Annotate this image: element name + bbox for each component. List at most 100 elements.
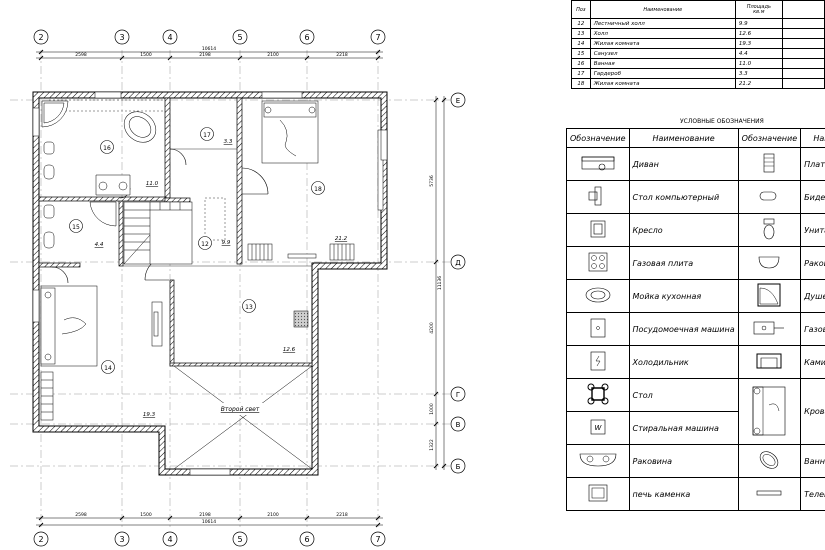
bedroom-14-furniture [40,285,98,421]
cell-name: Гардероб [589,68,736,79]
dim-top: 2100 [267,52,279,58]
room-number: 17 [203,132,211,139]
cell-area: 19.3 [734,38,783,49]
header-cell: Обозначение [737,128,802,148]
room-area: 4.4 [95,242,104,248]
bathroom-15-fixtures [43,201,117,249]
sink-icon [737,246,802,280]
axis-label-bottom: 4 [167,535,172,544]
axis-label-bottom: 6 [304,535,309,544]
legend-label: Диван [628,147,739,181]
room-number: 13 [245,304,253,311]
legend-header-row: Обозначение Наименование Обозначение Наи… [566,128,825,148]
axis-label-top: 4 [167,33,172,42]
axis-label-bottom: 7 [375,535,380,544]
cell-area: 4.4 [734,48,783,59]
legend-label: Ванна [800,444,825,478]
partitions [49,99,312,267]
staircase [123,201,193,265]
axis-label-right: Г [456,391,460,399]
header-cell: Обозначение [566,128,630,148]
legend-label: Раковина [628,444,739,478]
axis-label-top: 7 [375,33,380,42]
table-icon [566,378,630,412]
legend-row: Мойка кухонная Душевая ка [566,279,825,313]
cell-empty [781,78,825,89]
dim-bottom: 2598 [75,512,87,518]
header-cell [781,0,825,19]
cell-area: 3.3 [734,68,783,79]
room-15: 15 4.4 [69,219,104,248]
axis-bubbles-bottom: 2 3 4 5 6 7 [33,531,386,547]
legend-label: Холодильник [628,345,739,379]
legend-label: Газовая плита [628,246,739,280]
legend-label: Газовый к [800,312,825,346]
room-area: 11.0 [146,181,159,187]
legend-row: Кресло Унитаз [566,213,825,247]
legend-label: Посудомоечная машина [628,312,739,346]
legend-label: Раковина [800,246,825,280]
dim-top: 1500 [140,52,152,58]
legend-table: Обозначение Наименование Обозначение Наи… [566,128,825,511]
legend-label: Биде [800,180,825,214]
cell-name: Лестничный холл [589,18,736,29]
windows [32,91,388,476]
cell-pos: 12 [571,18,591,29]
dimension-chain-bottom [36,515,383,528]
axis-label-bottom: 3 [119,535,124,544]
legend-label: Стиральная машина [628,411,739,445]
second-light-label: Второй свет [221,406,260,413]
legend-label: печь каменка [628,477,739,511]
fireplace-icon [737,345,802,379]
axis-bubbles-top: 2 3 4 5 6 7 [33,29,386,45]
legend-label: Кровать [800,378,825,445]
legend-row: Газовая плита Раковина [566,246,825,280]
cell-area: 9.9 [734,18,783,29]
axis-label-top: 5 [237,33,242,42]
room-number: 14 [104,365,112,372]
legend-row: Стол Кровать [566,378,825,445]
legend-label: Мойка кухонная [628,279,739,313]
wardrobe-icon [737,147,802,181]
axis-label-bottom: 5 [237,535,242,544]
legend-row: печь каменка Телевизор [566,477,825,511]
room-area: 9.9 [222,240,231,246]
double-sink-icon [566,444,630,478]
washing-machine-icon: W [566,411,630,445]
room-number: 16 [103,145,111,152]
cell-pos: 18 [571,78,591,89]
dim-top: 2598 [75,52,87,58]
header-cell: Наимен [800,128,825,148]
cell-pos: 17 [571,68,591,79]
room-area: 3.3 [224,139,233,145]
legend-label: Кресло [628,213,739,247]
cell-pos: 15 [571,48,591,59]
axis-label-right: Д [455,259,461,267]
axis-label-right: Б [456,463,461,471]
legend-row: Холодильник Камин [566,345,825,379]
dim-right: 1322 [429,439,435,451]
tv-icon [737,477,802,511]
bathroom-16-fixtures [41,100,157,196]
legend-title: УСЛОВНЫЕ ОБОЗНАЧЕНИЯ [680,118,764,125]
legend-label: Стол [628,378,739,412]
cell-name: Жилая комната [589,38,736,49]
dimension-chain-top [36,49,383,61]
header-cell: Площадь кв.м [734,0,783,19]
dim-bottom-total: 10614 [202,519,216,525]
axis-label-bottom: 2 [38,535,43,544]
armchair-icon [566,213,630,247]
header-cell: Наименование [589,0,736,19]
axis-label-right: E [456,97,460,105]
kitchen-sink-icon [566,279,630,313]
cell-name: Холл [589,28,736,39]
dim-bottom: 2100 [267,512,279,518]
room-number: 12 [201,241,209,248]
stone-heater-icon [566,477,630,511]
